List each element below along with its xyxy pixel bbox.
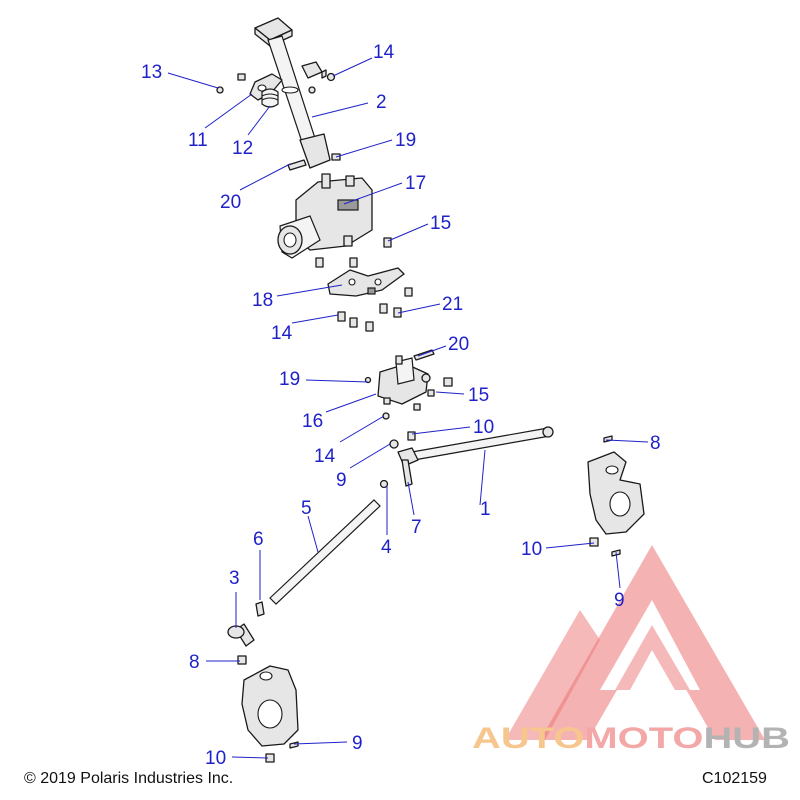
callout-1: 1 [480, 499, 491, 520]
part-spring-12 [261, 88, 279, 108]
callout-2: 2 [376, 92, 387, 113]
watermark-moto: MOTO [584, 722, 703, 755]
leader-lines [167, 57, 649, 759]
part-bracket-16 [364, 349, 453, 411]
callout-14-lower: 14 [314, 446, 336, 467]
part-knuckle-left [241, 665, 299, 763]
part-steering-column [254, 17, 331, 169]
callout-8-right: 8 [650, 433, 661, 454]
copyright-notice: © 2019 Polaris Industries Inc. [24, 770, 233, 787]
callout-14-top: 14 [373, 42, 395, 63]
callout-8-left: 8 [189, 652, 200, 673]
callout-14-middle: 14 [271, 323, 293, 344]
watermark-hub: HUB [703, 722, 790, 755]
part-bolts-row [337, 287, 413, 332]
callout-19-upper: 19 [395, 130, 416, 151]
callout-11: 11 [188, 130, 208, 151]
callout-19-lower: 19 [279, 369, 300, 390]
callout-4: 4 [381, 537, 392, 558]
callout-7: 7 [411, 517, 422, 538]
callout-21: 21 [442, 294, 463, 315]
callout-10-bottom: 10 [205, 748, 226, 769]
part-steering-gearbox [277, 173, 373, 259]
diagram-code: C102159 [702, 770, 767, 787]
part-clip-14-top [301, 61, 327, 79]
part-tie-rod-5 [255, 479, 389, 617]
callout-9-bottom: 9 [352, 733, 363, 754]
callout-10-right: 10 [521, 539, 542, 560]
callout-15-lower: 15 [468, 385, 489, 406]
callout-18: 18 [252, 290, 273, 311]
callout-5: 5 [301, 498, 312, 519]
watermark-auto: AUTO [472, 722, 584, 755]
callout-16: 16 [302, 411, 323, 432]
part-tie-rod-1 [382, 412, 554, 487]
callout-9-right: 9 [614, 590, 625, 611]
callout-20-upper: 20 [220, 192, 241, 213]
callout-17: 17 [405, 173, 426, 194]
part-mounting-plate [327, 267, 405, 297]
part-tie-rod-end-3 [227, 623, 255, 665]
callout-3: 3 [229, 568, 240, 589]
callout-labels: 1 2 3 4 5 6 7 8 8 9 9 9 10 10 10 11 12 1… [141, 42, 661, 769]
callout-10-center: 10 [473, 417, 494, 438]
part-knuckle-right [587, 435, 645, 557]
callout-9-center: 9 [336, 470, 347, 491]
callout-12: 12 [232, 138, 253, 159]
callout-20-lower: 20 [448, 334, 469, 355]
watermark-triangle [540, 545, 765, 740]
callout-15-upper: 15 [430, 213, 451, 234]
callout-6: 6 [253, 529, 264, 550]
callout-13: 13 [141, 62, 162, 83]
